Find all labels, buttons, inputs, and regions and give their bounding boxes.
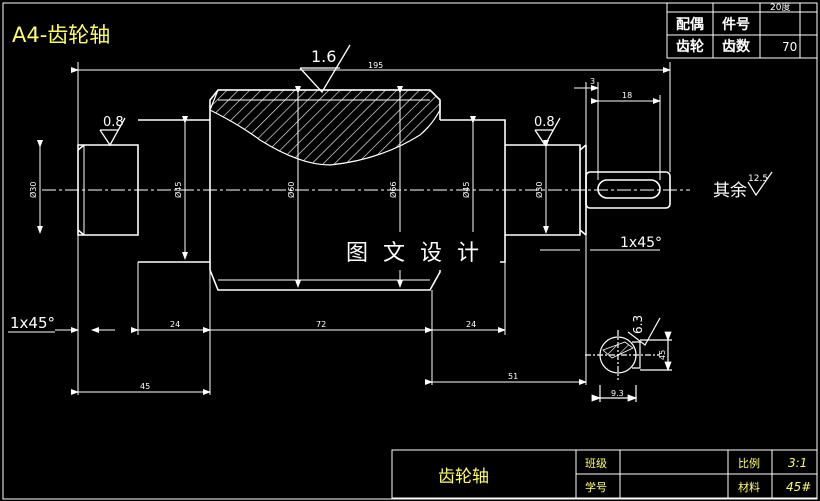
title-label-class: 班级 <box>585 457 607 470</box>
title-value-material: 45# <box>786 480 811 494</box>
title-value-scale: 3:1 <box>788 456 807 470</box>
dim-45: 45 <box>140 382 150 391</box>
dim-keyway-length: 18 <box>622 91 632 100</box>
finish-right-value: 0.8 <box>534 115 555 130</box>
rest-finish-symbol <box>747 171 773 197</box>
title-label-material: 材料 <box>738 480 760 494</box>
dim-24-right: 24 <box>466 320 476 329</box>
chamfer-left-label: 1x45° <box>10 314 55 332</box>
finish-key-value: 6.3 <box>631 315 645 334</box>
watermark-bg <box>330 232 500 270</box>
dim-dia-30-left: Ø30 <box>28 182 38 198</box>
section-view <box>585 317 672 402</box>
table-cell-teeth-count: 70 <box>782 40 797 54</box>
dim-dia-45-left: Ø45 <box>173 182 183 198</box>
table-cell-chilun: 齿轮 <box>676 38 704 55</box>
finish-symbol-right <box>534 117 561 147</box>
finish-main-value: 1.6 <box>311 47 336 66</box>
dim-key-offset: 3 <box>590 77 595 86</box>
section-hatch <box>602 341 634 359</box>
dim-overall <box>71 62 671 172</box>
dim-dia-66: Ø66 <box>388 182 398 198</box>
title-block <box>391 449 818 499</box>
dim-section-depth: 45 <box>658 350 667 360</box>
rest-finish-value: 12.5 <box>748 174 768 184</box>
chamfer-right-label: 1x45° <box>620 235 662 251</box>
top-right-table <box>666 2 818 59</box>
table-cell-jianhao: 件号 <box>722 16 750 33</box>
dim-bottom <box>55 235 587 395</box>
dim-24-left: 24 <box>170 320 180 329</box>
finish-left-value: 0.8 <box>103 115 124 130</box>
dim-dia-60: Ø60 <box>286 182 296 198</box>
table-cell-peiou: 配偶 <box>676 16 704 33</box>
sheet-label: A4-齿轮轴 <box>12 23 110 47</box>
table-cell-chishu: 齿数 <box>722 38 751 55</box>
dim-dia-45-right: Ø45 <box>461 182 471 198</box>
title-label-scale: 比例 <box>738 456 760 470</box>
rest-finish-label: 其余 <box>713 181 747 201</box>
dim-51: 51 <box>508 372 518 381</box>
dim-section-width: 9.3 <box>611 389 624 398</box>
watermark: 图 文 设 计 <box>346 241 483 266</box>
title-part-name: 齿轮轴 <box>438 467 489 487</box>
finish-symbol-main <box>299 44 351 94</box>
title-label-id: 学号 <box>585 480 607 494</box>
hatched-section <box>209 89 441 166</box>
dim-72: 72 <box>316 320 326 329</box>
finish-symbol-left <box>99 117 126 147</box>
dim-key <box>574 82 661 180</box>
dim-dia-30-right: Ø30 <box>534 182 544 198</box>
dim-overall-text: 195 <box>368 61 383 70</box>
table-cell-partial: 20度 <box>770 1 790 13</box>
